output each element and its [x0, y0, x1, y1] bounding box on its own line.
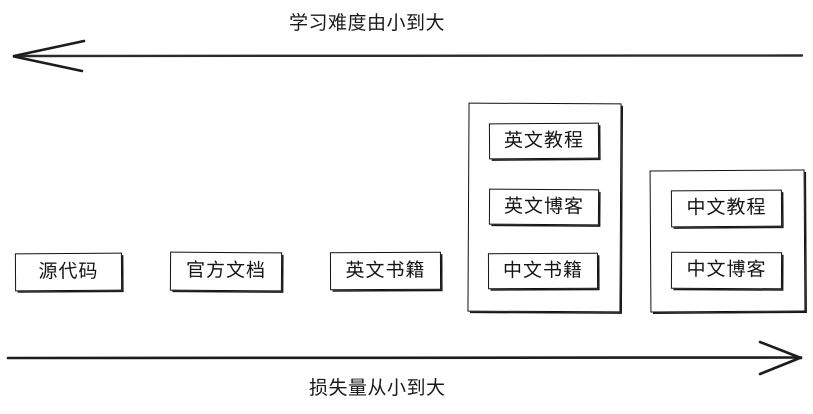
node-label: 英文教程: [503, 129, 585, 152]
node-label: 英文书籍: [345, 259, 426, 282]
node-chinese-blog[interactable]: 中文博客: [670, 251, 783, 290]
top-axis-label: 学习难度由小到大: [289, 13, 446, 34]
node-label: 中文书籍: [502, 259, 584, 282]
difficulty-axis-arrow: [12, 39, 804, 73]
node-chinese-books[interactable]: 中文书籍: [487, 252, 599, 290]
node-chinese-tutorial[interactable]: 中文教程: [670, 189, 783, 228]
node-label: 中文教程: [686, 197, 767, 219]
node-label: 中文博客: [686, 259, 767, 281]
node-label: 源代码: [38, 260, 99, 283]
node-label: 英文博客: [503, 195, 585, 218]
loss-axis-arrow: [6, 340, 803, 376]
node-english-tutorial[interactable]: 英文教程: [488, 122, 600, 160]
node-label: 官方文档: [185, 260, 267, 282]
node-english-books[interactable]: 英文书籍: [329, 251, 442, 291]
node-english-blog[interactable]: 英文博客: [488, 188, 600, 226]
node-official-docs[interactable]: 官方文档: [169, 251, 283, 292]
node-source-code[interactable]: 源代码: [14, 252, 123, 292]
bottom-axis-label: 损失量从小到大: [309, 378, 446, 399]
